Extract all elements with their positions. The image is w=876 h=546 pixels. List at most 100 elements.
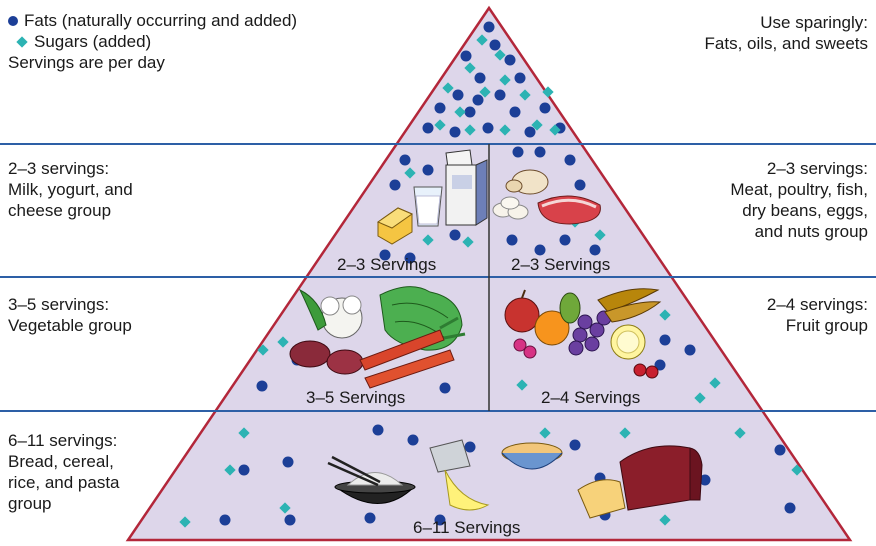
fat-dot — [483, 21, 495, 33]
carrots-icon — [359, 316, 466, 389]
grapes-icon — [568, 310, 612, 356]
pear-icon — [559, 292, 581, 324]
cheese-icon — [376, 207, 414, 245]
apple-icon — [504, 289, 540, 333]
vegetable-group-description: 3–5 servings: Vegetable group — [8, 294, 132, 336]
top-tier-line-1: Use sparingly: — [760, 13, 868, 32]
milk-glass-icon — [413, 186, 443, 227]
fat-dot — [774, 444, 786, 456]
meat-line-3: dry beans, eggs, — [742, 201, 868, 220]
fat-dot — [434, 102, 446, 114]
grain-servings-label: 6–11 Servings — [413, 518, 520, 537]
fat-dot — [399, 154, 411, 166]
sugar-diamond-icon — [16, 35, 28, 48]
fat-dot — [434, 514, 446, 526]
sugar-diamond — [791, 464, 803, 476]
fat-dot — [464, 106, 476, 118]
sugar-diamond — [179, 516, 191, 528]
milk-line-2: Milk, yogurt, and — [8, 180, 133, 199]
grain-line-3: rice, and pasta — [8, 473, 120, 492]
fat-dot — [539, 102, 551, 114]
fat-dot — [494, 89, 506, 101]
fat-dot-icon — [8, 15, 18, 26]
sugar-diamond — [694, 392, 706, 404]
fat-dot — [564, 154, 576, 166]
fat-dot — [514, 72, 526, 84]
fat-dot — [284, 514, 296, 526]
sugar-diamond — [462, 236, 474, 248]
meat-line-2: Meat, poultry, fish, — [730, 180, 868, 199]
sugar-diamond — [404, 167, 416, 179]
meat-line-1: 2–3 servings: — [766, 159, 868, 178]
fat-dot — [407, 434, 419, 446]
sugar-diamond — [257, 344, 269, 356]
fruit-line-2: Fruit group — [785, 316, 868, 335]
fat-dot — [654, 359, 666, 371]
orange-icon — [534, 310, 570, 346]
fat-dot — [559, 234, 571, 246]
vegetable-line-1: 3–5 servings: — [8, 295, 110, 314]
vegetable-servings-label: 3–5 Servings — [306, 388, 405, 407]
fat-dot — [534, 244, 546, 256]
sugar-diamond — [422, 234, 434, 246]
top-tier-description: Use sparingly: Fats, oils, and sweets — [705, 12, 868, 54]
sugar-diamond — [594, 229, 606, 241]
sugar-diamond — [659, 514, 671, 526]
sugar-diamond — [709, 377, 721, 389]
berries-icon — [513, 338, 659, 379]
fat-dot — [256, 380, 268, 392]
fat-dot — [589, 244, 601, 256]
fat-dot — [449, 126, 461, 138]
sugar-diamond — [734, 427, 746, 439]
fat-dot — [472, 94, 484, 106]
fat-dot — [574, 179, 586, 191]
legend-note: Servings are per day — [8, 53, 165, 72]
milk-servings-label: 2–3 Servings — [337, 255, 436, 274]
pasta-scoop-icon — [429, 439, 490, 511]
sugar-diamond — [224, 464, 236, 476]
fat-dot — [784, 502, 796, 514]
fat-dot — [404, 252, 416, 264]
meat-line-4: and nuts group — [754, 222, 868, 241]
milk-line-3: cheese group — [8, 201, 112, 220]
fruit-group-description: 2–4 servings: Fruit group — [767, 294, 868, 336]
rice-bowl-icon — [327, 455, 416, 504]
fat-dot — [282, 456, 294, 468]
milk-group-description: 2–3 servings: Milk, yogurt, and cheese g… — [8, 158, 133, 221]
fat-dot — [219, 514, 231, 526]
cereal-bowl-icon — [501, 442, 563, 470]
fat-dot — [659, 334, 671, 346]
fat-dot — [364, 512, 376, 524]
fat-dot — [460, 50, 472, 62]
legend-fats: Fats (naturally occurring and added) — [8, 10, 297, 31]
fat-dot — [452, 89, 464, 101]
sugar-diamonds — [179, 34, 803, 528]
fruit-line-1: 2–4 servings: — [766, 295, 868, 314]
vegetable-line-2: Vegetable group — [8, 316, 132, 335]
fat-dot — [684, 344, 696, 356]
meat-icon — [537, 195, 601, 225]
fruit-servings-label: 2–4 Servings — [541, 388, 640, 407]
fat-dot — [379, 249, 391, 261]
sugar-diamond — [539, 427, 551, 439]
grain-line-2: Bread, cereal, — [8, 452, 114, 471]
fat-dot — [389, 179, 401, 191]
top-tier-line-2: Fats, oils, and sweets — [704, 34, 868, 53]
potato-icon — [289, 340, 364, 375]
fat-dot — [509, 106, 521, 118]
fat-dot — [504, 54, 516, 66]
fat-dot — [474, 72, 486, 84]
meat-group-description: 2–3 servings: Meat, poultry, fish, dry b… — [730, 158, 868, 242]
fat-dot — [489, 39, 501, 51]
lemon-icon — [610, 324, 646, 360]
fat-dot — [524, 126, 536, 138]
cauliflower-icon — [298, 288, 363, 339]
sugar-diamond — [494, 49, 506, 61]
fat-dot — [449, 229, 461, 241]
fat-dot — [422, 122, 434, 134]
grain-group-description: 6–11 servings: Bread, cereal, rice, and … — [8, 430, 120, 514]
bread-icon — [577, 445, 703, 519]
fat-dot — [372, 424, 384, 436]
sugar-diamond — [279, 502, 291, 514]
